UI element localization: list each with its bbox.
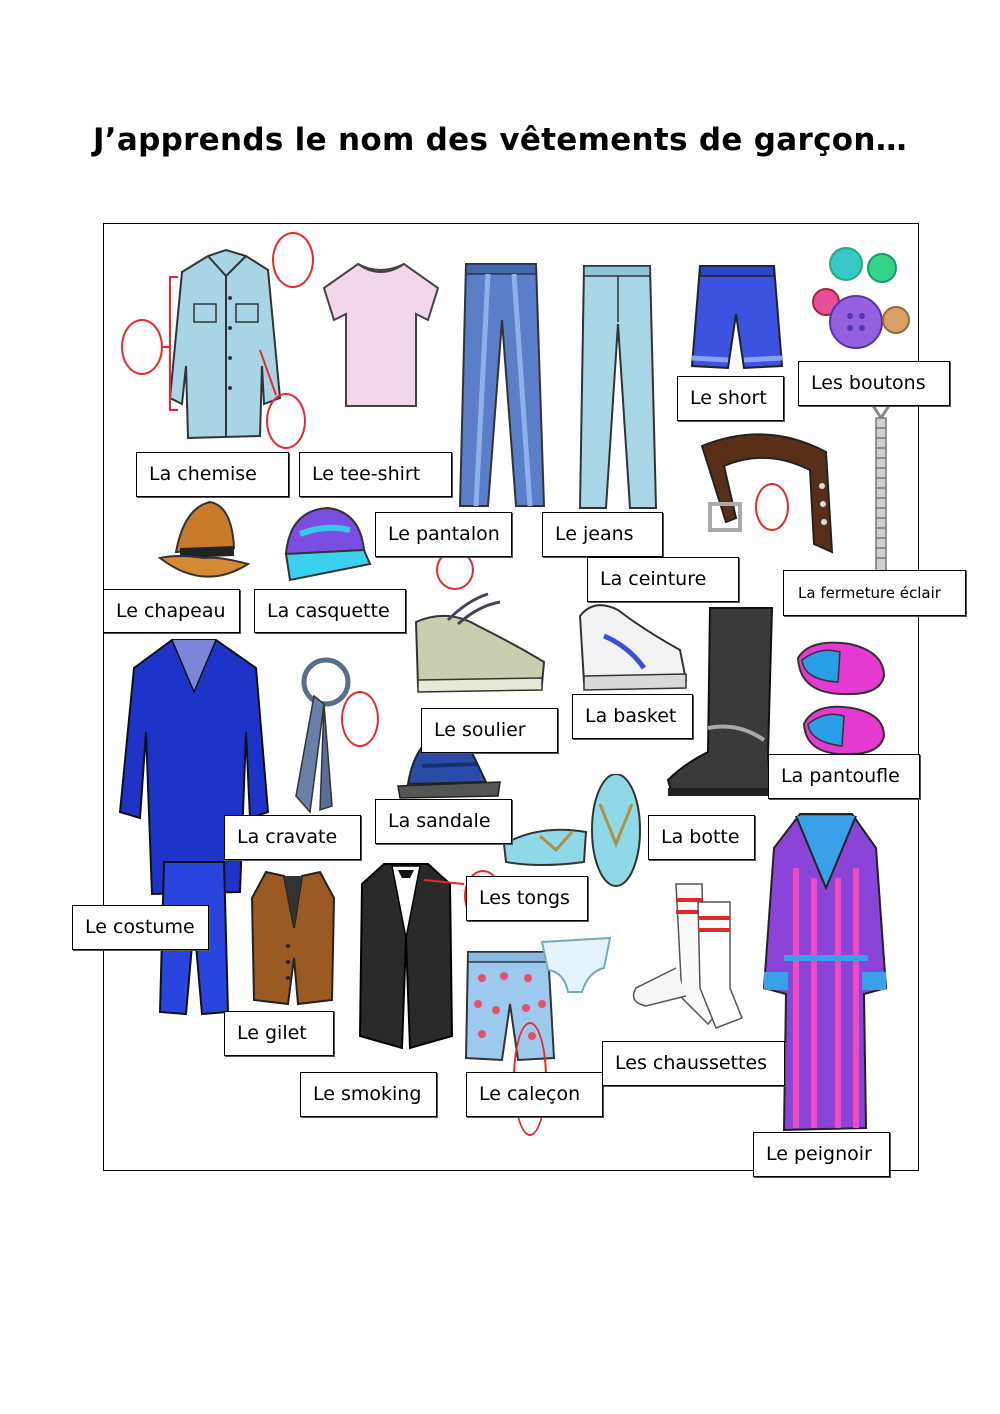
sleeve-circle — [121, 319, 163, 375]
label-tongs: Les tongs — [466, 876, 588, 921]
label-boutons: Les boutons — [798, 361, 950, 406]
bowtie-pointer-line — [420, 872, 466, 892]
sneaker-icon — [574, 596, 688, 694]
jeans-icon — [578, 262, 658, 512]
label-peignoir: Le peignoir — [753, 1132, 890, 1177]
buttons-icon — [808, 244, 912, 360]
page-title: J’apprends le nom des vêtements de garço… — [92, 122, 908, 158]
label-teeshirt: Le tee-shirt — [299, 452, 452, 497]
label-short: Le short — [677, 376, 784, 421]
flip-flops-icon — [500, 774, 646, 894]
label-chemise: La chemise — [136, 452, 289, 497]
trousers-icon — [458, 260, 546, 510]
belt-icon — [696, 426, 840, 556]
label-chapeau: Le chapeau — [103, 589, 240, 633]
label-gilet: Le gilet — [224, 1011, 334, 1056]
tshirt-icon — [320, 258, 442, 410]
bathrobe-icon — [760, 808, 890, 1134]
shirt-pointer-lines — [160, 255, 280, 415]
label-costume: Le costume — [72, 905, 209, 950]
label-fermeture: La fermeture éclair — [783, 570, 966, 616]
cap-icon — [280, 504, 372, 586]
shoe-icon — [408, 590, 550, 702]
tie-knot-circle — [341, 691, 379, 747]
tie-icon — [276, 656, 356, 816]
shorts-icon — [688, 262, 784, 372]
briefs-icon — [538, 934, 614, 996]
label-sandale: La sandale — [375, 799, 512, 844]
label-pantalon: Le pantalon — [375, 512, 512, 557]
label-soulier: Le soulier — [421, 708, 558, 753]
cuff-circle — [266, 393, 306, 449]
zipper-icon — [866, 404, 896, 576]
label-chaussettes: Les chaussettes — [602, 1041, 785, 1086]
hat-icon — [158, 498, 250, 582]
label-ceinture: La ceinture — [587, 557, 739, 602]
label-smoking: Le smoking — [300, 1072, 437, 1117]
shirt-icon — [168, 248, 288, 444]
label-pantoufle: La pantoufle — [768, 754, 920, 799]
label-jeans: Le jeans — [542, 512, 663, 557]
vocabulary-frame — [103, 223, 919, 1171]
collar-circle — [272, 232, 314, 288]
label-basket: La basket — [572, 694, 693, 739]
belt-hole-circle — [755, 483, 789, 531]
label-botte: La botte — [648, 815, 755, 860]
label-calecon: Le caleçon — [466, 1072, 603, 1117]
vest-icon — [248, 868, 338, 1006]
slippers-icon — [790, 636, 890, 758]
label-cravate: La cravate — [224, 815, 361, 860]
label-casquette: La casquette — [254, 589, 406, 633]
tuxedo-icon — [356, 858, 456, 1064]
socks-icon — [626, 878, 746, 1036]
